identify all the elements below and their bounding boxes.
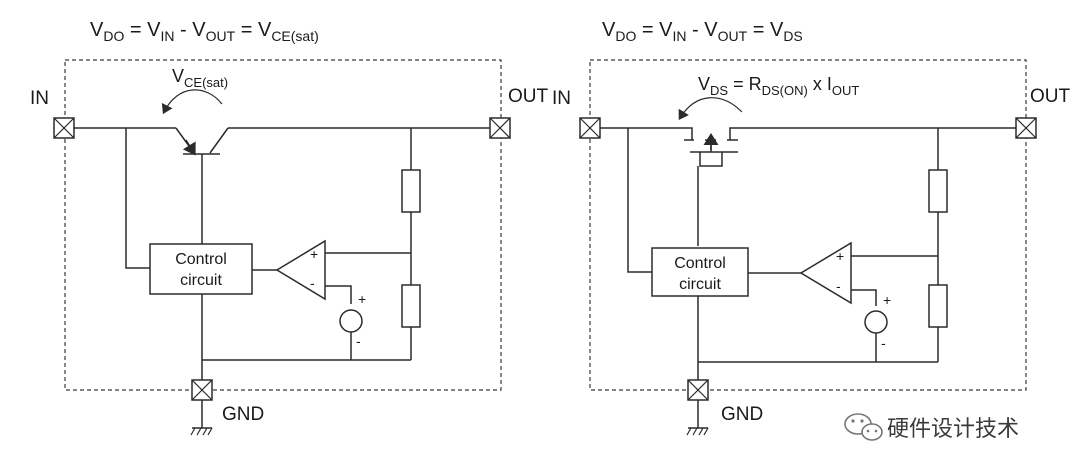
- left-control-circuit: [149, 243, 253, 295]
- wechat-logo-icon: [844, 413, 883, 441]
- left-ref-wire: [325, 285, 352, 304]
- left-control-label-2: circuit: [180, 272, 222, 289]
- left-out-label: OUT: [508, 86, 549, 107]
- left-vce-annotation: VCE(sat): [172, 66, 228, 90]
- left-amp-minus: -: [310, 275, 315, 291]
- left-error-amplifier: [275, 239, 326, 301]
- right-control-label-1: Control: [674, 255, 726, 272]
- left-ref-plus: +: [358, 291, 366, 307]
- right-gnd-label: GND: [721, 404, 763, 425]
- right-amp-minus: -: [836, 278, 841, 294]
- watermark: 硬件设计技术: [844, 413, 1019, 442]
- left-voltage-arrow: [161, 89, 223, 115]
- right-ref-minus: -: [881, 335, 886, 351]
- left-resistor-top: [401, 169, 421, 213]
- right-reference-source: [864, 310, 888, 334]
- left-gnd-label: GND: [222, 404, 264, 425]
- left-package-boundary: [64, 59, 502, 391]
- right-supply-wire: [627, 128, 652, 273]
- right-amp-plus: +: [836, 248, 844, 264]
- right-out-label: OUT: [1030, 86, 1071, 107]
- right-in-terminal: [579, 117, 601, 139]
- right-package-boundary: [589, 59, 1027, 391]
- right-resistor-bottom: [928, 284, 948, 328]
- left-dropout-equation: VDO = VIN - VOUT = VCE(sat): [90, 19, 319, 44]
- left-supply-wire: [125, 128, 150, 269]
- right-dropout-equation: VDO = VIN - VOUT = VDS: [602, 19, 803, 44]
- left-in-label: IN: [30, 88, 49, 109]
- right-control-circuit: [651, 247, 749, 297]
- right-in-label: IN: [552, 88, 571, 109]
- right-error-amplifier: [799, 241, 852, 305]
- right-ref-plus: +: [883, 292, 891, 308]
- left-ref-minus: -: [356, 333, 361, 349]
- right-ref-wire: [851, 289, 877, 306]
- watermark-text: 硬件设计技术: [887, 417, 1019, 442]
- left-control-label-1: Control: [175, 251, 227, 268]
- pnp-pass-transistor: [175, 127, 229, 244]
- left-ground-symbol: [190, 427, 213, 436]
- bipolar-ldo-circuit: VDO = VIN - VOUT = VCE(sat) VCE(sat) IN …: [30, 19, 549, 436]
- right-control-label-2: circuit: [679, 276, 721, 293]
- right-input-rail: [600, 127, 693, 140]
- left-in-terminal: [53, 117, 75, 139]
- right-vds-annotation: VDS = RDS(ON) x IOUT: [698, 74, 859, 98]
- left-out-terminal: [489, 117, 511, 139]
- right-output-rail: [729, 127, 1016, 140]
- left-amp-plus: +: [310, 246, 318, 262]
- right-ground-symbol: [686, 427, 709, 436]
- pmos-pass-transistor: [684, 133, 738, 246]
- mosfet-ldo-circuit: VDO = VIN - VOUT = VDS VDS = RDS(ON) x I…: [552, 19, 1071, 436]
- right-voltage-arrow: [678, 97, 743, 121]
- left-reference-source: [339, 309, 363, 333]
- left-gnd-terminal: [191, 379, 213, 401]
- right-gnd-terminal: [687, 379, 709, 401]
- right-resistor-top: [928, 169, 948, 213]
- left-resistor-bottom: [401, 284, 421, 328]
- right-out-terminal: [1015, 117, 1037, 139]
